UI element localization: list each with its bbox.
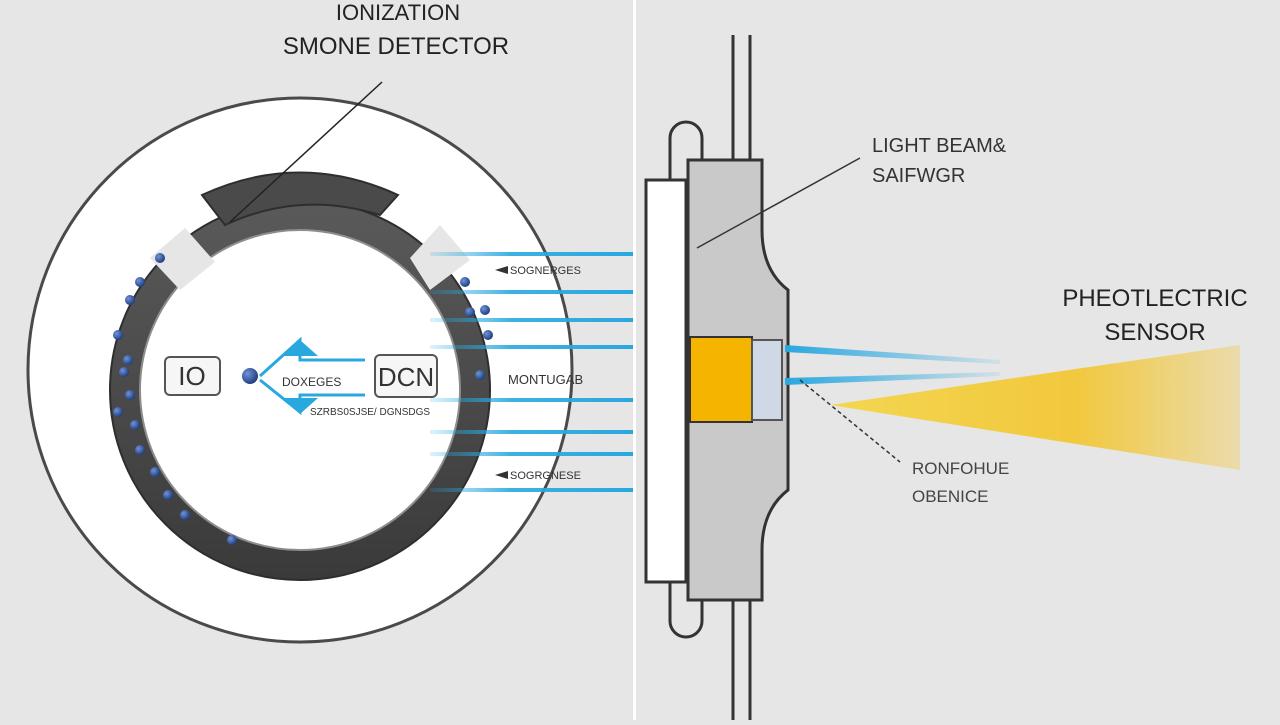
photoelectric-detector (644, 35, 1240, 720)
panel-divider (633, 0, 636, 720)
sensor-label-line2: SENSOR (1104, 319, 1205, 346)
beam-line (430, 452, 633, 456)
beam-line (430, 318, 633, 322)
beam-arrow-bottom-icon (495, 471, 508, 479)
ion-particle (480, 305, 490, 315)
photoelectric-light-cone (830, 345, 1240, 470)
light-emitter (689, 336, 753, 423)
ion-particle (465, 307, 475, 317)
chamber-box-right-text: DCN (378, 362, 434, 392)
beam-line (430, 430, 633, 434)
detector-top-cap (200, 171, 400, 227)
ion-particle (163, 490, 173, 500)
ion-particle (460, 277, 470, 287)
ion-particle (125, 295, 135, 305)
chamber-notch-right (410, 225, 470, 290)
obstacle-label-line1: RONFOHUE (912, 459, 1009, 478)
obstacle-leader-line (799, 379, 901, 463)
ion-particle (227, 535, 237, 545)
beam-line (430, 290, 633, 294)
ion-arrowhead-up (282, 340, 318, 356)
chamber-box-right (374, 354, 438, 398)
ion-particle (150, 467, 160, 477)
ion-particle (113, 407, 123, 417)
ion-particle (135, 445, 145, 455)
ion-particles (113, 253, 493, 545)
beam-label-top: SOGNERGES (510, 265, 581, 277)
obstacle-label-line2: OBENICE (912, 487, 989, 506)
title-line1: IONIZATION (336, 0, 460, 25)
light-beam-label-line2: SAIFWGR (872, 165, 965, 187)
title-leader-line (229, 81, 383, 223)
label-right: MONTUGAB (508, 372, 583, 387)
beam-line (430, 252, 633, 256)
sensor-label-line1: PHEOTLECTRIC (1062, 285, 1247, 312)
ion-arrowhead-down (282, 398, 318, 414)
light-beam-label-line1: LIGHT BEAM& (872, 135, 1007, 157)
mount-plate (644, 178, 688, 584)
ion-particle (475, 370, 485, 380)
ion-particle (123, 355, 133, 365)
ion-beams (430, 252, 633, 492)
ion-particle (125, 390, 135, 400)
ion-particle (135, 277, 145, 287)
label-center-lower: SZRBS0SJSE/ DGNSDGS (310, 407, 430, 418)
ion-particle (119, 367, 129, 377)
beam-line (430, 488, 633, 492)
chamber-box-left-text: IO (178, 361, 205, 391)
ion-particle (180, 510, 190, 520)
chamber-notch-left (150, 228, 215, 290)
label-center: DOXEGES (282, 375, 341, 389)
ion-particle (113, 330, 123, 340)
ion-particle (483, 330, 493, 340)
ionization-chamber-inner (139, 229, 461, 551)
beam-arrow-top-icon (495, 266, 508, 274)
light-beam (785, 345, 1000, 364)
beam-line (430, 345, 633, 349)
title-line2: SMONE DETECTOR (283, 33, 509, 60)
central-ion (242, 368, 258, 384)
ion-particle (130, 420, 140, 430)
light-beam (785, 372, 1000, 385)
chamber-box-left (164, 356, 221, 396)
light-lens (751, 339, 783, 421)
beam-label-bottom: SOGRGNESE (510, 470, 581, 482)
light-beam-leader-line (696, 157, 861, 249)
beam-line (430, 398, 633, 402)
ionization-detector: IO DCN DOXEGES SZRBS0SJSE/ DGNSDGS SOGNE… (26, 96, 633, 644)
ion-particle (155, 253, 165, 263)
